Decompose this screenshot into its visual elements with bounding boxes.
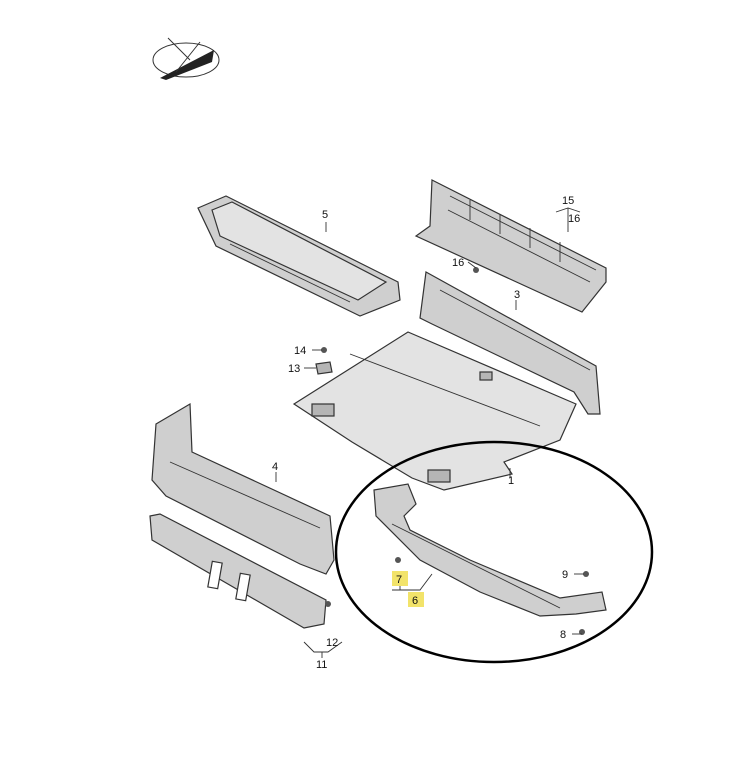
part-5-tray <box>197 195 401 317</box>
callout-15: 15 <box>562 195 574 207</box>
callout-16-upper: 16 <box>568 213 580 225</box>
part-3-rear-panel <box>414 179 607 415</box>
leader-lines <box>275 207 584 658</box>
callout-9: 9 <box>562 569 568 581</box>
callout-6-highlight <box>408 592 424 607</box>
callout-1: 1 <box>508 475 514 487</box>
callout-8: 8 <box>560 629 566 641</box>
part-4-side-trim <box>151 402 335 575</box>
callout-6: 6 <box>412 595 418 607</box>
callout-11: 11 <box>316 659 327 671</box>
callout-3: 3 <box>514 289 520 301</box>
part-6-crossmember <box>373 483 607 635</box>
hardware-clips <box>315 267 479 607</box>
callout-7: 7 <box>396 574 402 586</box>
part-11-sill-trim <box>149 513 327 629</box>
callout-12: 12 <box>326 637 338 649</box>
callout-14: 14 <box>294 345 306 357</box>
highlight-circle <box>334 440 654 664</box>
callout-16-lower: 16 <box>452 257 464 269</box>
callout-5: 5 <box>322 209 328 221</box>
callout-4: 4 <box>272 461 278 473</box>
orientation-icon <box>152 37 220 80</box>
callout-7-highlight <box>392 571 408 586</box>
callout-13: 13 <box>288 363 300 375</box>
part-1-floor-cover <box>292 331 577 491</box>
